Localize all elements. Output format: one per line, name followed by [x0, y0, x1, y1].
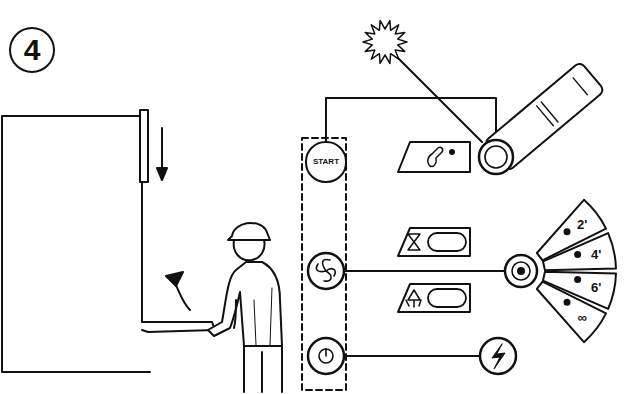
sector-dot [565, 229, 570, 234]
timer-sector [543, 233, 616, 270]
timer-sector [537, 282, 606, 342]
sector-dot [575, 252, 580, 257]
steam-indicator [398, 284, 470, 312]
fan-button [308, 253, 344, 289]
start-wire [326, 98, 496, 142]
step-number: 4 [9, 27, 56, 74]
timer-knob [505, 255, 537, 287]
curved-arrowhead [166, 272, 183, 286]
timer-sectors [537, 200, 616, 342]
button-group [302, 138, 346, 390]
timer-value: 2' [577, 218, 587, 231]
timer-value: ∞ [577, 311, 586, 324]
power-button [308, 338, 344, 374]
door-arrowhead [157, 168, 167, 180]
tray [142, 322, 215, 332]
power-wire [344, 355, 480, 357]
thermostat-indicator [398, 142, 470, 172]
button-text: START [313, 158, 339, 166]
timer-indicator [398, 228, 470, 256]
timer-value: 4' [591, 248, 601, 261]
step-number-text: 4 [24, 35, 41, 65]
operator [208, 223, 282, 392]
door-panel [140, 110, 148, 182]
light-burst [363, 21, 407, 64]
timer-value: 6' [591, 281, 601, 294]
sector-dot [575, 277, 580, 282]
power-indicator [480, 338, 516, 374]
sector-dot [565, 300, 570, 305]
oven-body [2, 116, 150, 372]
start-button: START [305, 141, 346, 182]
light-leader [392, 52, 482, 142]
fan-wire [344, 270, 505, 272]
